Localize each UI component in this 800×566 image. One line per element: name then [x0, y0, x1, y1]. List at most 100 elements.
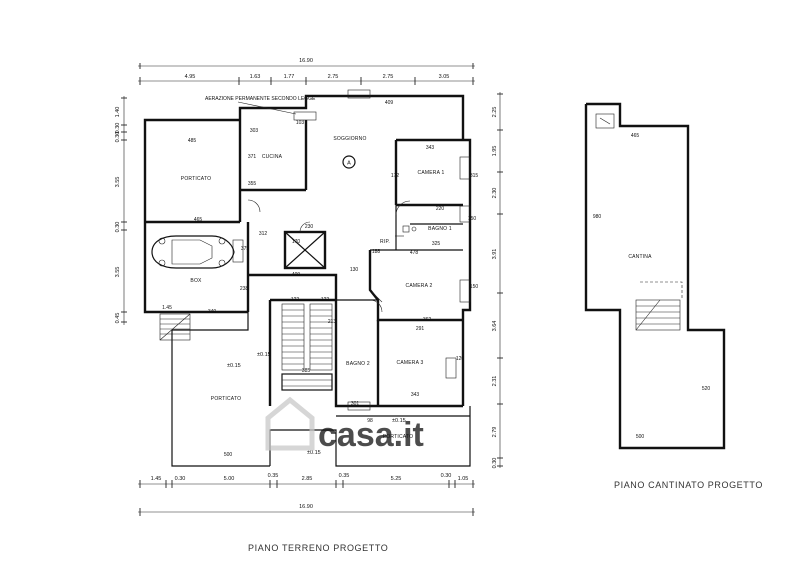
right-dim-2: 1.95: [492, 146, 498, 157]
interior-dim: 385: [302, 368, 311, 374]
interior-dim: 478: [410, 250, 419, 256]
room-label: BOX: [190, 278, 202, 284]
bottom-dim-6: 0.35: [339, 473, 350, 479]
bottom-dim-5: 2.85: [302, 476, 313, 482]
basement-dimensions: 465 980 520 500: [593, 133, 711, 440]
left-dim-1: 1.40: [115, 107, 121, 118]
top-dim-6: 3.05: [439, 74, 450, 80]
bottom-dimension-chain: 1.45 0.30 5.00 0.35 2.85 0.35 5.25 0.30 …: [138, 473, 475, 516]
openings: [232, 89, 471, 411]
interior-dim: 172: [391, 173, 400, 179]
room-label: CUCINA: [262, 154, 283, 160]
bottom-total-dim: 16.90: [299, 504, 313, 510]
interior-dim: 130: [350, 267, 359, 273]
level-mark: ±0.15: [257, 352, 271, 358]
left-dim-5: 0.30: [115, 222, 121, 233]
interior-dim: 485: [188, 138, 197, 144]
bottom-dim-7: 5.25: [391, 476, 402, 482]
level-mark: ±0.15: [307, 450, 321, 456]
interior-dim: 230: [305, 224, 314, 230]
bottom-dim-8: 0.30: [441, 473, 452, 479]
room-label: CAMERA 1: [418, 170, 445, 176]
interior-dim: 355: [248, 181, 257, 187]
top-dim-3: 1.77: [284, 74, 295, 80]
basement-walls: [584, 102, 726, 450]
right-dim-8: 0.30: [492, 458, 498, 469]
top-dim-5: 2.75: [383, 74, 394, 80]
top-dim-2: 1.63: [250, 74, 261, 80]
bottom-dim-3: 5.00: [224, 476, 235, 482]
top-dim-4: 2.75: [328, 74, 339, 80]
section-marker-label: A: [347, 161, 351, 167]
bottom-dim-2: 0.30: [175, 476, 186, 482]
room-label: BAGNO 1: [428, 226, 452, 232]
interior-dim: 120: [456, 356, 465, 362]
interior-dim: 303: [250, 128, 259, 134]
interior-dim: 170: [292, 239, 301, 245]
level-mark: ±0.15: [392, 418, 406, 424]
aeration-note: AERAZIONE PERMANENTE SECONDO LEGGE: [205, 96, 316, 102]
basement-dim: 500: [636, 434, 645, 440]
interior-dim: 98: [367, 418, 373, 424]
top-dimension-chain: 16.90 4.95 1.63 1.77 2.75 2.75 3.05: [138, 58, 475, 85]
interior-dim: 465: [194, 217, 203, 223]
ground-floor-caption: PIANO TERRENO PROGETTO: [248, 543, 389, 553]
room-label: CAMERA 3: [397, 360, 424, 366]
room-label: RIP.: [380, 239, 390, 245]
interior-dim: 343: [411, 392, 420, 398]
right-dim-7: 2.79: [492, 427, 498, 438]
room-labels: PORTICATO CUCINA SOGGIORNO CAMERA 1 BAGNO 1 R…: [181, 136, 452, 440]
interior-dim: 500: [224, 452, 233, 458]
interior-dim: 238: [240, 286, 249, 292]
watermark: casa.it: [265, 396, 424, 454]
interior-dim: 122: [321, 297, 330, 303]
room-label: PORTICATO: [181, 176, 211, 182]
left-dimension-chain: 1.40 0.30 0.30 3.55 0.30 3.55 0.45: [115, 96, 127, 325]
interior-dim: 150: [470, 284, 479, 290]
interior-dim: 213: [328, 319, 337, 325]
interior-dim: 1.45: [162, 305, 172, 311]
right-dimension-chain: 2.25 1.95 2.30 3.91 3.64 2.31 2.79 0.30: [492, 92, 503, 468]
room-label: PORTICATO: [383, 434, 413, 440]
room-label: PORTICATO: [211, 396, 241, 402]
interior-dim: 188: [372, 249, 381, 255]
room-label: BAGNO 2: [346, 361, 370, 367]
top-total-dim: 16.90: [299, 58, 313, 64]
left-dim-2: 0.30: [115, 123, 121, 134]
left-dim-6: 3.55: [115, 267, 121, 278]
interior-dim: 301: [351, 401, 360, 407]
interior-dim: 325: [432, 241, 441, 247]
bottom-dim-9: 1.05: [458, 476, 469, 482]
interior-dim: 343: [426, 145, 435, 151]
interior-dim: 409: [385, 100, 394, 106]
basement-dim: 520: [702, 386, 711, 392]
level-marks: ±0.15 ±0.15 ±0.15 ±0.15: [227, 352, 406, 456]
watermark-text: casa.it: [318, 416, 424, 454]
interior-dim: 340: [208, 309, 217, 315]
basement-caption: PIANO CANTINATO PROGETTO: [614, 480, 763, 490]
bottom-dim-4: 0.35: [268, 473, 279, 479]
watermark-house-icon: [265, 396, 315, 451]
room-label: SOGGIORNO: [333, 136, 366, 142]
room-label: CAMERA 2: [406, 283, 433, 289]
right-dim-1: 2.25: [492, 107, 498, 118]
interior-dim: 150: [468, 216, 477, 222]
basement-dim: 980: [593, 214, 602, 220]
left-dim-3: 0.30: [115, 132, 121, 143]
interior-dimensions: 4854653031034093432202301704091303254783…: [162, 100, 478, 458]
right-dim-4: 3.91: [492, 249, 498, 260]
right-dim-6: 2.31: [492, 376, 498, 387]
interior-dim: 122: [291, 297, 300, 303]
interior-dim: 409: [292, 272, 301, 278]
interior-dim: 375: [241, 246, 250, 252]
bottom-dim-1: 1.45: [151, 476, 162, 482]
interior-dim: 291: [416, 326, 425, 332]
top-dim-1: 4.95: [185, 74, 196, 80]
left-dim-4: 3.55: [115, 177, 121, 188]
interior-dim: 312: [259, 231, 268, 237]
basement-room-label: CANTINA: [628, 254, 652, 260]
level-mark: ±0.15: [227, 363, 241, 369]
basement-dim: 465: [631, 133, 640, 139]
car-icon: [151, 235, 235, 269]
